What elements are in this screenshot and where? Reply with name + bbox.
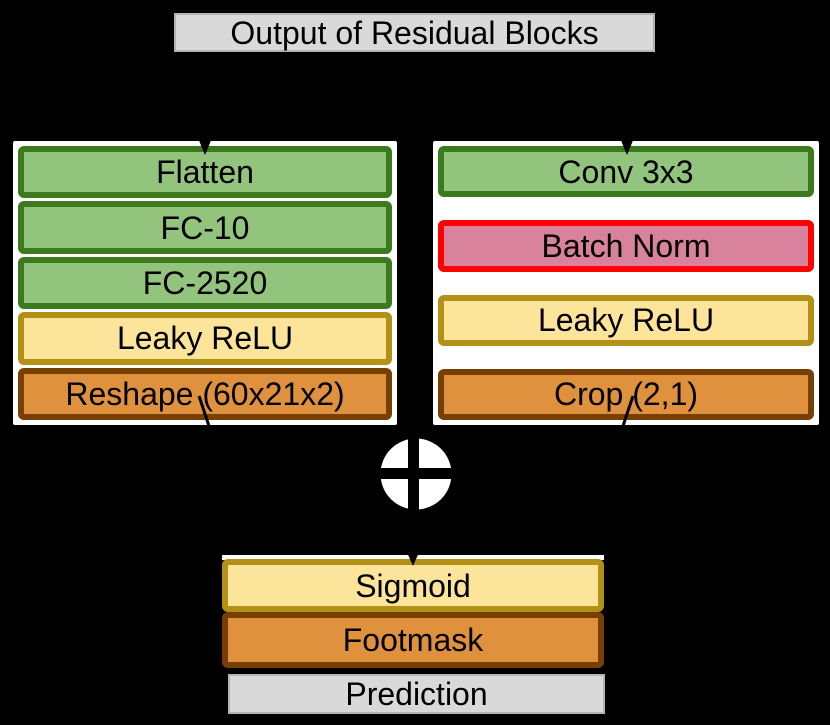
add-merge-icon xyxy=(380,438,452,510)
layer-label: Conv 3x3 xyxy=(558,153,694,190)
right-branch-container: Conv 3x3 Batch Norm Leaky ReLU Crop (2,1… xyxy=(433,141,819,425)
layer-label: Reshape (60x21x2) xyxy=(65,375,345,412)
layer-label: Crop (2,1) xyxy=(553,376,699,413)
title-box: Output of Residual Blocks xyxy=(174,13,655,52)
layer-reshape: Reshape (60x21x2) xyxy=(18,367,392,421)
arrow-merge-to-sigmoid xyxy=(411,509,418,553)
layer-footmask: Footmask xyxy=(222,612,604,668)
prediction-box: Prediction xyxy=(228,674,605,714)
layer-label: Sigmoid xyxy=(355,567,471,604)
layer-label: FC-2520 xyxy=(142,265,268,302)
left-branch-container: Flatten FC-10 FC-2520 Leaky ReLU Reshape… xyxy=(13,141,397,425)
layer-label: Leaky ReLU xyxy=(116,320,294,357)
layer-label: Batch Norm xyxy=(541,227,711,264)
layer-batch-norm: Batch Norm xyxy=(438,220,814,272)
layer-sigmoid: Sigmoid xyxy=(222,559,604,612)
layer-label: Footmask xyxy=(342,622,484,658)
layer-fc-2520: FC-2520 xyxy=(18,256,392,310)
layer-label: FC-10 xyxy=(160,209,250,246)
layer-label: Leaky ReLU xyxy=(537,302,715,339)
layer-leaky-relu-left: Leaky ReLU xyxy=(18,312,392,365)
title-label: Output of Residual Blocks xyxy=(230,14,599,51)
layer-label: Flatten xyxy=(156,154,254,191)
layer-flatten: Flatten xyxy=(18,146,392,199)
prediction-label: Prediction xyxy=(345,676,488,712)
layer-crop: Crop (2,1) xyxy=(438,368,814,420)
arrow-title-to-branches xyxy=(203,52,629,141)
layer-fc-10: FC-10 xyxy=(18,201,392,254)
layer-conv-3x3: Conv 3x3 xyxy=(438,146,814,198)
layer-leaky-relu-right: Leaky ReLU xyxy=(438,294,814,346)
